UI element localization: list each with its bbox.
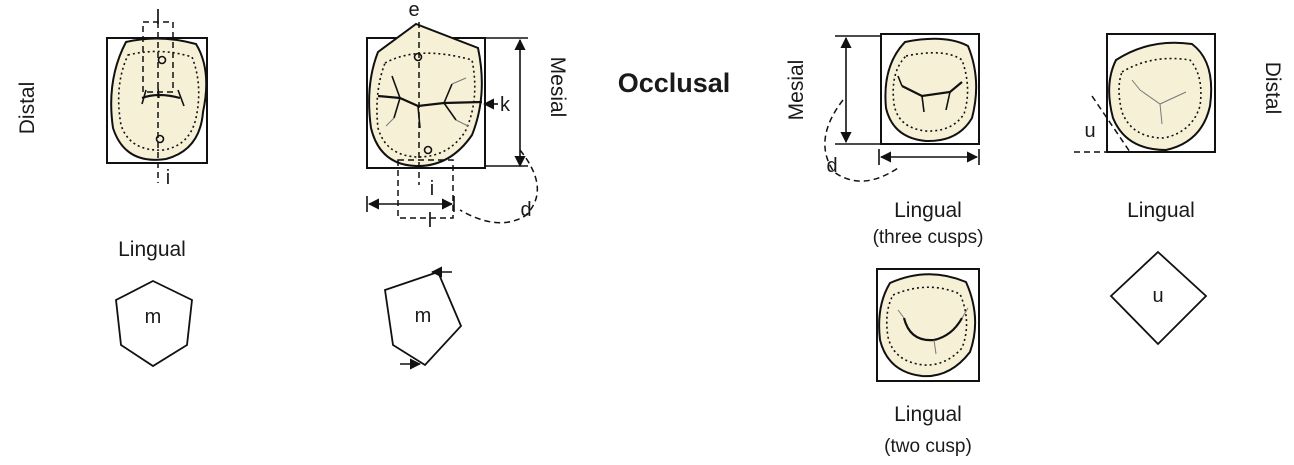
tooth-crown-outline <box>878 273 977 378</box>
occlusal-title: Occlusal <box>618 68 731 98</box>
dashed-angle-line <box>1091 95 1131 153</box>
bounding-box <box>1106 33 1216 153</box>
dashed-rotation-arc <box>459 149 538 224</box>
crown-contour-dotted <box>117 50 200 151</box>
letter-d: d <box>520 199 531 221</box>
figure-5-tooth-two-cusp: Lingual (two cusp) <box>876 268 980 457</box>
secondary-grooves <box>391 75 457 129</box>
fine-grooves <box>385 77 469 127</box>
central-groove <box>901 81 963 98</box>
letter-i: i <box>166 167 170 189</box>
bounding-box <box>876 268 980 382</box>
lingual-label-1: Lingual <box>118 238 186 261</box>
secondary-grooves <box>141 87 185 107</box>
tooth-crown-outline <box>368 22 483 168</box>
figure-1-tooth: Distal l i Lingual m <box>16 7 208 368</box>
figure-3-tooth-three-cusps: Mesial d Lingual (three cusps) <box>785 33 984 248</box>
distal-label-right: Distal <box>1261 62 1284 115</box>
distal-label-left: Distal <box>16 82 39 135</box>
cusp-tip-marker-bottom <box>155 134 165 144</box>
mesial-label-right: Mesial <box>546 57 569 118</box>
cusp-tip-marker-bottom <box>423 145 433 155</box>
three-cusps-label: (three cusps) <box>873 227 984 248</box>
faint-grooves <box>897 307 969 355</box>
tooth-crown-outline <box>1108 41 1213 152</box>
letter-l: l <box>428 210 432 232</box>
lingual-label-5: Lingual <box>894 403 962 426</box>
figure-4-tooth: u Distal Lingual u <box>1074 33 1284 346</box>
letter-u: u <box>1084 120 1095 142</box>
letter-m-1: m <box>145 306 162 328</box>
hexagon-outline-1 <box>115 279 193 368</box>
diamond-outline <box>1109 250 1208 346</box>
cusp-tip-marker-top <box>413 52 423 62</box>
cusp-tip-marker-top <box>157 55 167 65</box>
two-cusp-label: (two cusp) <box>884 436 972 457</box>
mesial-label-left: Mesial <box>785 60 808 121</box>
faint-grooves <box>1131 79 1187 125</box>
letter-l: l <box>156 7 160 29</box>
lingual-label-4: Lingual <box>1127 199 1195 222</box>
letter-k: k <box>500 94 511 116</box>
tooth-crown-outline <box>884 37 978 143</box>
crown-contour-dotted <box>1118 57 1202 139</box>
tooth-crown-outline <box>110 37 208 161</box>
figure-2-tooth: e k i Mesial l d m <box>366 0 569 370</box>
lingual-label-3: Lingual <box>894 199 962 222</box>
letter-d: d <box>826 155 837 177</box>
secondary-grooves <box>897 75 951 113</box>
letter-e: e <box>408 0 419 21</box>
rotated-hexagon-outline <box>384 270 463 367</box>
letter-i: i <box>430 178 434 200</box>
crown-contour-dotted <box>892 52 969 132</box>
letter-u-diamond: u <box>1152 285 1163 307</box>
dashed-root-frame <box>397 159 454 219</box>
bounding-box <box>880 33 980 145</box>
dashed-rotation-arc <box>824 99 899 182</box>
letter-m-2: m <box>415 305 432 327</box>
